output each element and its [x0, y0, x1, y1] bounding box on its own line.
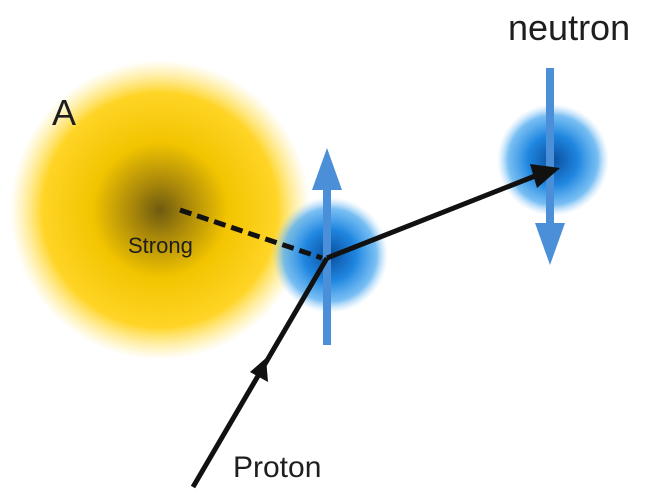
proton-track — [190, 256, 330, 489]
nucleus-label: A — [52, 92, 76, 133]
neutron-track — [326, 164, 560, 261]
strong-interaction-line — [179, 207, 323, 261]
spin-down-arrow — [535, 68, 565, 265]
nucleus-blob — [10, 60, 310, 360]
neutron-label: neutron — [508, 7, 630, 48]
strong-label: Strong — [128, 233, 193, 258]
proton-track-arrowhead — [250, 358, 268, 382]
proton-label: Proton — [233, 451, 321, 484]
neutron-track-arrowhead — [530, 164, 560, 188]
